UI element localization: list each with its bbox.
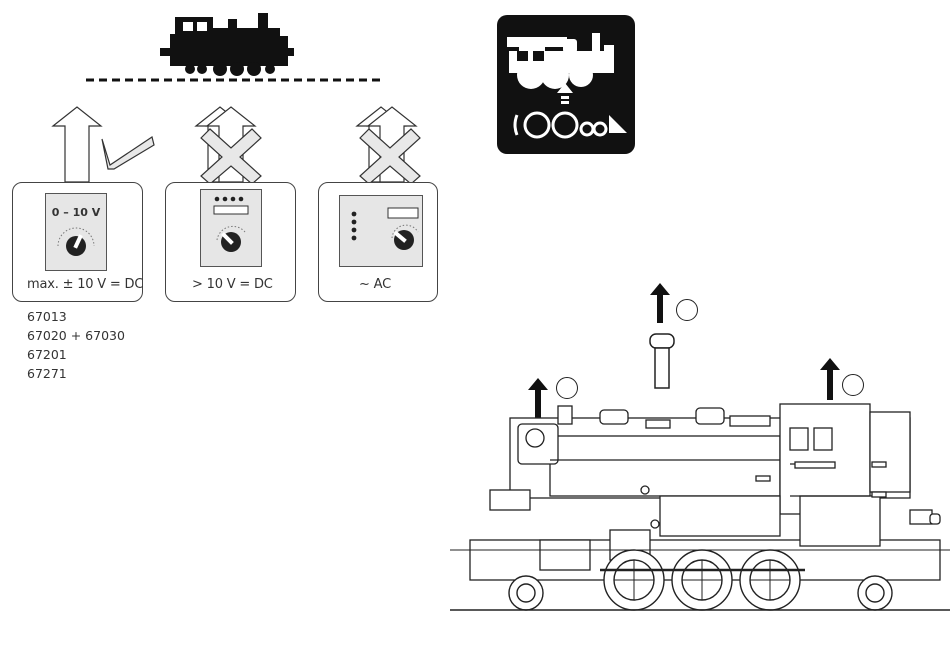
control-knob-icon <box>201 190 261 266</box>
control-knob-icon <box>46 194 106 270</box>
dc-overvoltage-controller-panel: > 10 V = DC <box>165 182 296 302</box>
marker-circle-icon <box>842 374 864 396</box>
checkmark-icon <box>96 125 166 175</box>
dc-controller-caption: max. ± 10 V = DC <box>27 277 143 292</box>
dc-controller-panel: 0 – 10 V max. ± 10 V = DC <box>12 182 143 302</box>
dc-overvoltage-caption: > 10 V = DC <box>192 277 273 292</box>
dc-overvoltage-device <box>200 189 262 267</box>
ac-controller-device <box>339 195 423 267</box>
ac-controller-panel: ~ AC <box>318 182 438 302</box>
up-arrow-icon <box>650 283 670 323</box>
article-number: 67013 <box>27 307 67 326</box>
smoke-generator-insert-icon <box>648 332 678 392</box>
smoke-generator-symbol-icon <box>497 15 635 154</box>
article-number: 67020 + 67030 <box>27 326 125 345</box>
steam-locomotive-drawing <box>450 400 950 640</box>
up-arrow-icon <box>820 358 840 400</box>
cross-icon <box>196 124 266 184</box>
control-knob-icon <box>340 196 422 266</box>
ac-controller-caption: ~ AC <box>359 277 391 292</box>
article-number: 67271 <box>27 364 67 383</box>
article-number: 67201 <box>27 345 67 364</box>
marker-circle-icon <box>676 299 698 321</box>
marker-circle-icon <box>556 377 578 399</box>
cross-icon <box>355 124 425 184</box>
dc-controller-device: 0 – 10 V <box>45 193 107 271</box>
